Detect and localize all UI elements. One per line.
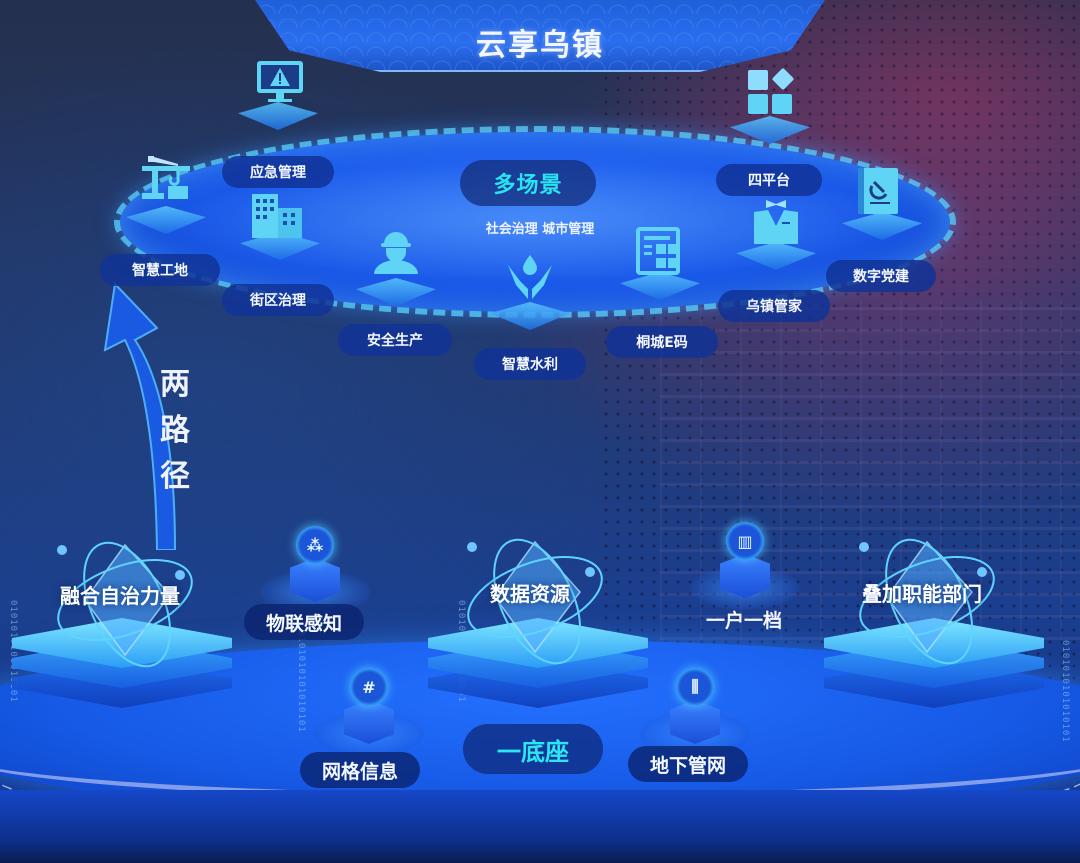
party-book-icon	[850, 166, 906, 216]
node-label: 一户一档	[706, 610, 783, 632]
binary-decor: 0101010101010101	[296, 630, 306, 733]
buildings-icon	[250, 190, 306, 240]
butler-suit-icon	[748, 196, 804, 246]
stacked-platform	[824, 618, 1044, 708]
upward-arrow-icon	[103, 281, 177, 550]
binary-decor: 0101010101010101	[1060, 640, 1070, 743]
grid-hash-icon: #	[350, 668, 388, 706]
scenario-label: 应急管理	[222, 156, 334, 188]
worker-helmet-icon	[368, 226, 424, 276]
scenario-label: 智慧工地	[100, 254, 220, 286]
scenario-label: 智慧水利	[474, 348, 586, 380]
scenario-label: 四平台	[716, 164, 822, 196]
cube-node: #	[314, 668, 424, 762]
water-hands-icon	[502, 252, 558, 302]
binary-decor: 0101010101010101	[8, 600, 18, 703]
archive-books-icon: ▥	[726, 522, 764, 560]
form-grid-icon	[632, 226, 688, 276]
iot-network-icon: ⁂	[296, 526, 334, 564]
pipe-network-icon: ⫼	[676, 668, 714, 706]
crane-icon	[138, 154, 194, 204]
warning-monitor-icon	[252, 58, 308, 108]
platform-label: 融合自治力量	[60, 584, 180, 608]
node-label: 地下管网	[628, 746, 749, 782]
orbit-crystal-icon	[57, 541, 193, 668]
orbit-crystal-icon	[859, 538, 995, 665]
scenario-label: 街区治理	[222, 284, 334, 316]
node-label: 网格信息	[300, 752, 421, 788]
scenario-subtitle: 社会治理 城市管理	[485, 222, 595, 237]
scenario-label: 乌镇管家	[718, 290, 830, 322]
scenario-title: 多场景	[460, 160, 596, 206]
platform-label: 数据资源	[490, 582, 570, 606]
platform-label: 叠加职能部门	[862, 582, 982, 606]
orbit-crystal-icon	[467, 538, 603, 665]
two-paths-label: 两 路 径	[160, 367, 190, 494]
base-lower	[0, 790, 1080, 863]
base-title: 一底座	[463, 724, 603, 774]
node-label: 物联感知	[244, 604, 365, 640]
title-banner	[255, 0, 825, 72]
cube-node: ▥	[690, 522, 800, 616]
app-blocks-icon	[742, 68, 798, 118]
page-title: 云享乌镇	[476, 28, 604, 63]
scenario-label: 桐城E码	[606, 326, 718, 358]
scenario-label: 安全生产	[338, 324, 452, 356]
scenario-label: 数字党建	[826, 260, 936, 292]
